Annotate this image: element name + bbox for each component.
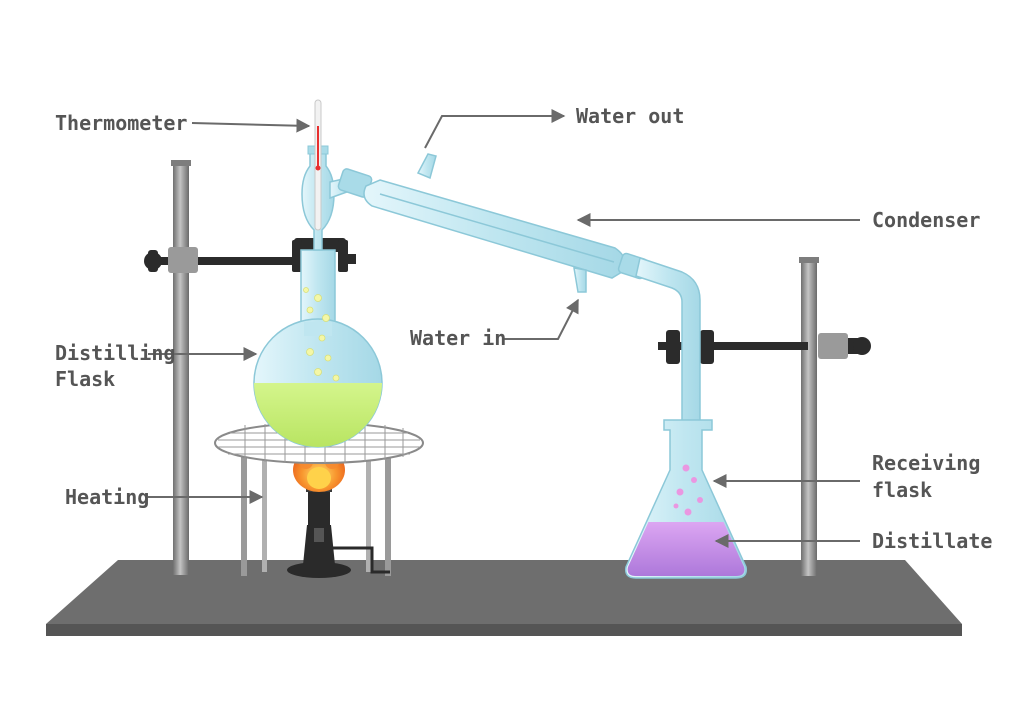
liebig-condenser-icon — [337, 153, 701, 429]
label-heating: Heating — [65, 485, 149, 509]
leader-lines — [148, 109, 860, 548]
water-in-leader — [504, 298, 579, 340]
erlenmeyer-flask-icon — [624, 419, 748, 579]
tripod-stand — [241, 448, 391, 576]
thermometer-icon — [314, 99, 322, 231]
thermometer-leader — [191, 118, 311, 133]
label-distilling-flask-line2: Flask — [55, 367, 115, 391]
label-water-in: Water in — [410, 326, 506, 350]
label-receiving-flask-line2: flask — [872, 478, 932, 502]
label-receiving-flask-line1: Receiving — [872, 451, 980, 475]
retort-stand-right — [658, 257, 871, 576]
label-distillate: Distillate — [872, 529, 992, 553]
water-out-leader — [424, 109, 566, 149]
bunsen-burner-icon — [287, 486, 390, 578]
round-bottom-flask-icon — [253, 249, 383, 448]
label-thermometer: Thermometer — [55, 111, 187, 135]
label-distilling-flask-line1: Distilling — [55, 341, 175, 365]
still-head-adapter — [301, 145, 359, 251]
labels: Thermometer Water out Condenser Water in… — [55, 104, 992, 553]
label-condenser: Condenser — [872, 208, 980, 232]
retort-stand-left — [144, 160, 356, 575]
label-water-out: Water out — [576, 104, 684, 128]
